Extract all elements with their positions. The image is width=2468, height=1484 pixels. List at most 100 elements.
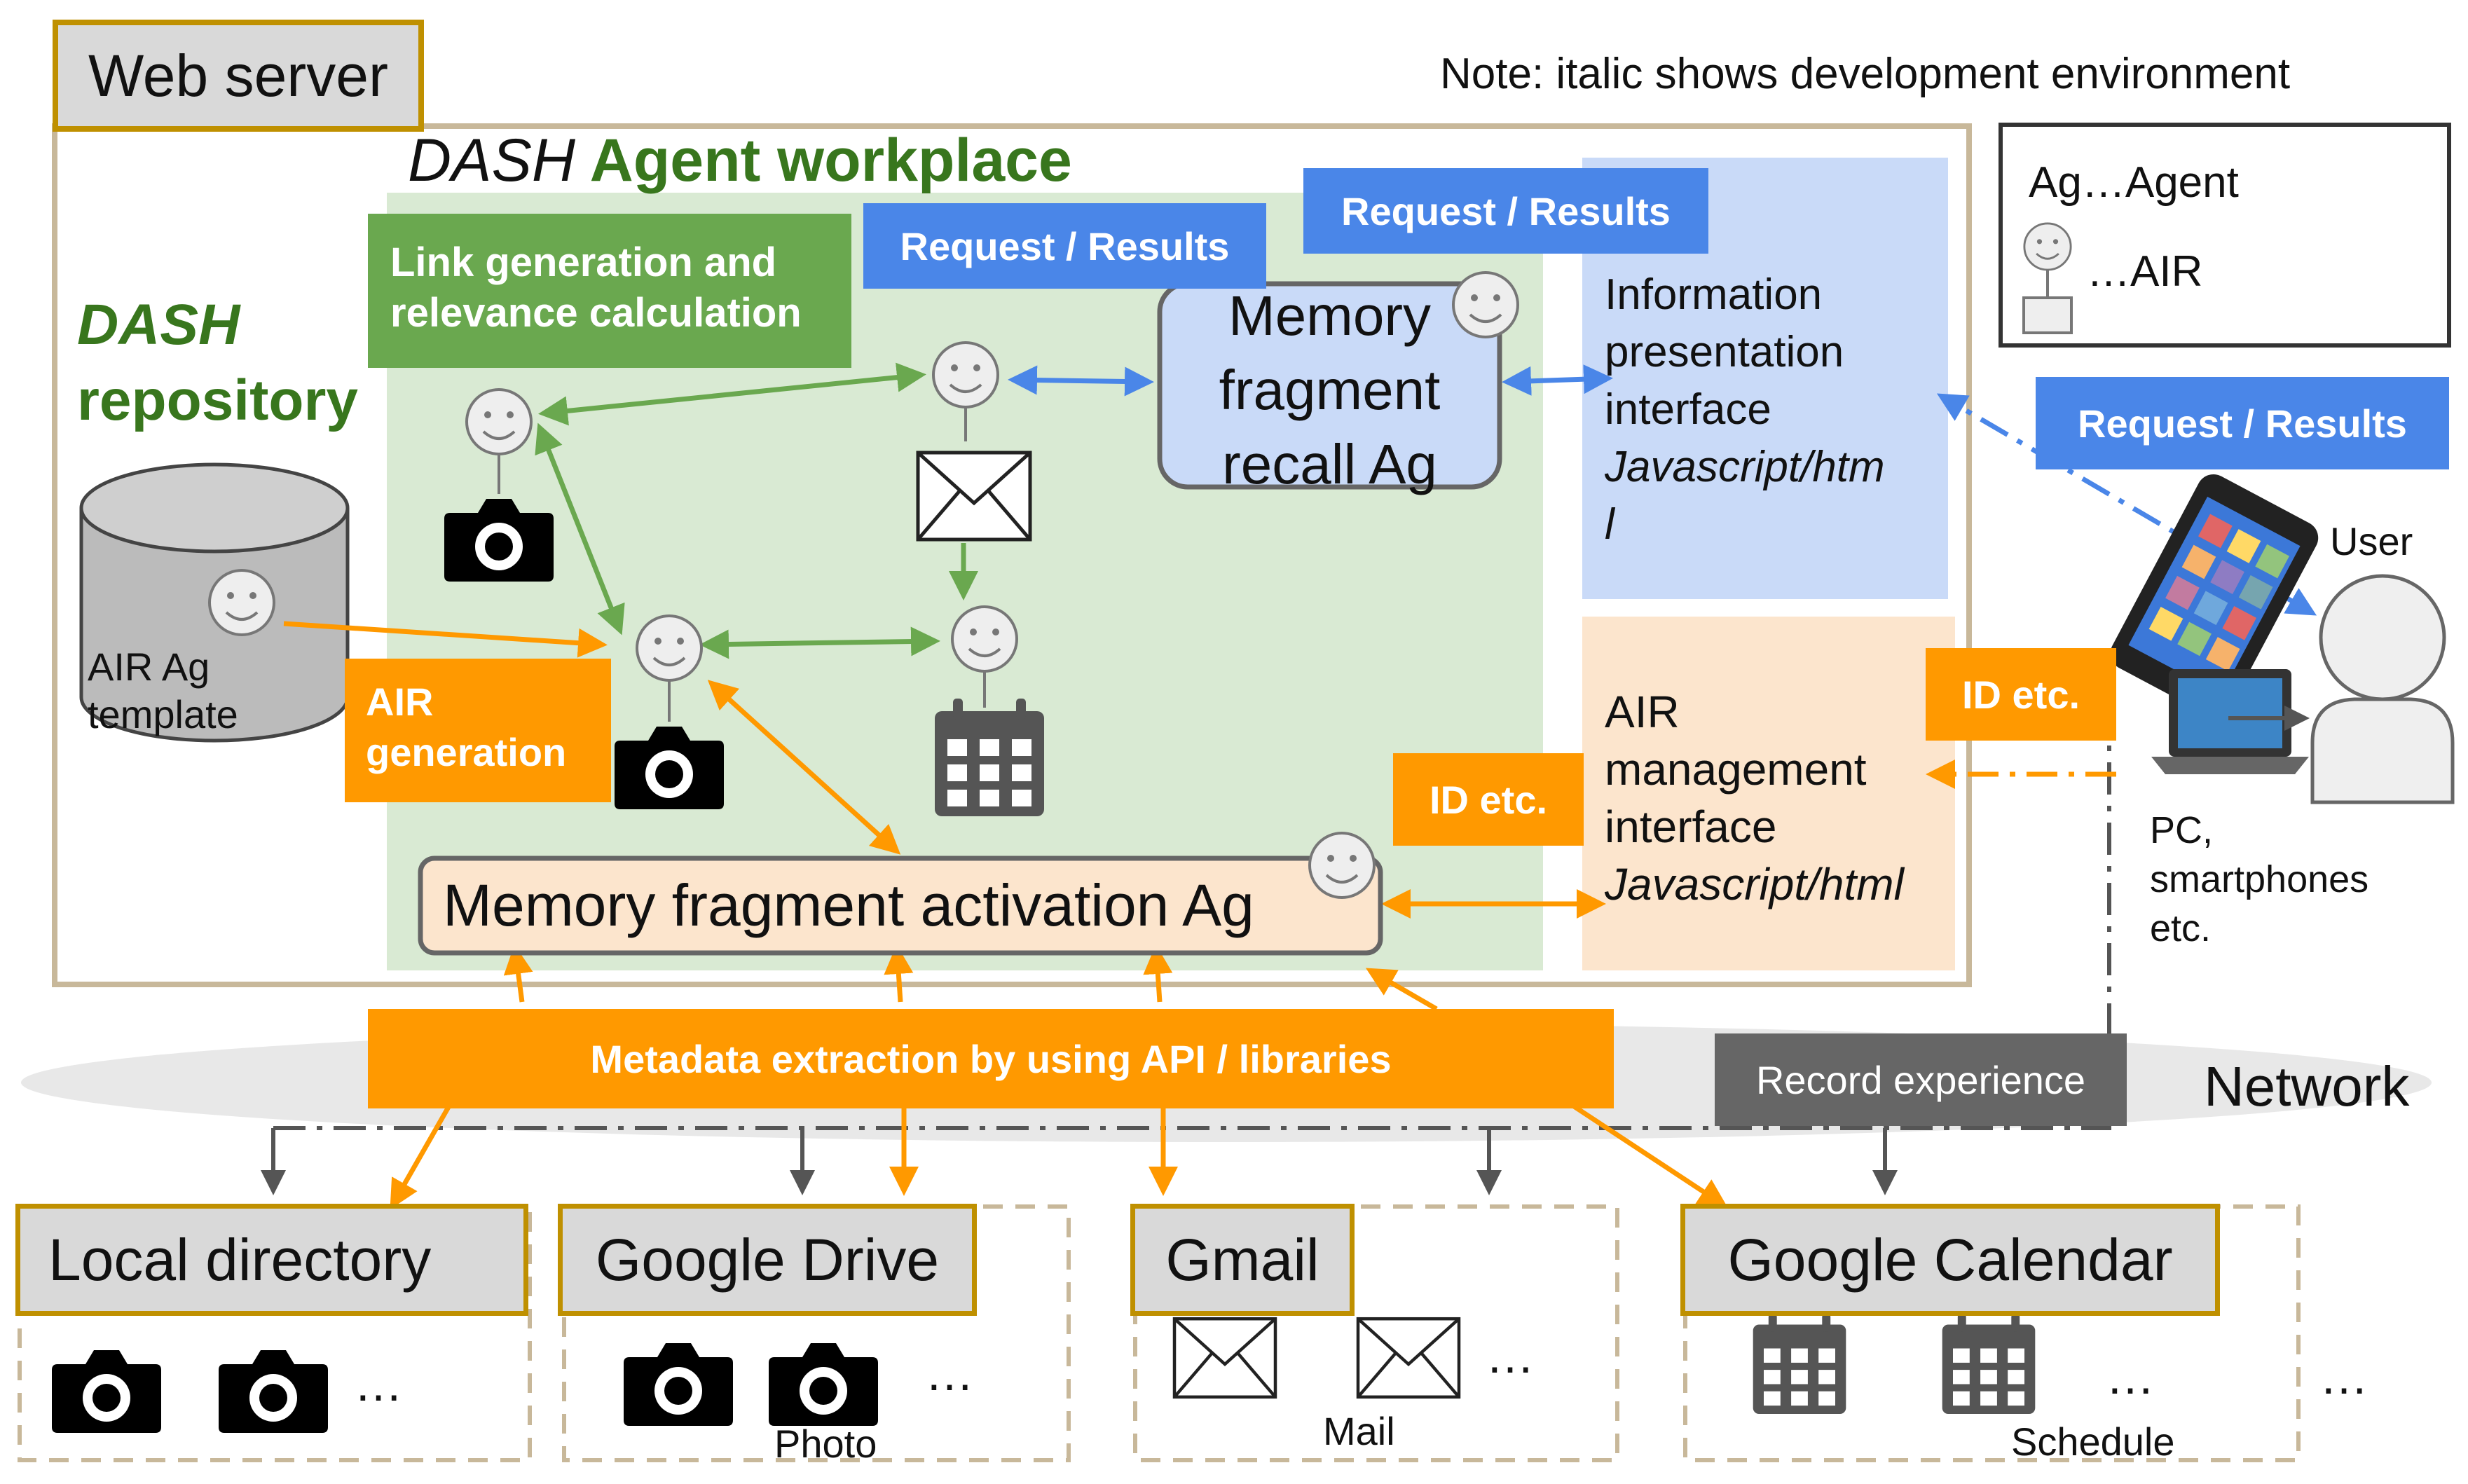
recall-line1: Memory bbox=[1228, 284, 1431, 347]
meta-arrow-4 bbox=[1365, 968, 1438, 1012]
template-line2: template bbox=[88, 692, 238, 736]
calendar-icon bbox=[1753, 1314, 1846, 1414]
ellipsis-outer: … bbox=[2319, 1349, 2368, 1404]
google-calendar-label: Google Calendar bbox=[1680, 1204, 2220, 1316]
local-directory-frame bbox=[18, 1204, 532, 1462]
ellipsis-local: … bbox=[354, 1356, 403, 1411]
mail-label: Mail bbox=[1323, 1409, 1395, 1453]
user-label: User bbox=[2330, 519, 2413, 563]
template-smiley-icon bbox=[208, 569, 275, 636]
template-label: AIR Ag template bbox=[88, 643, 238, 738]
link-arrow-3 bbox=[699, 626, 940, 659]
repository-title: DASH repository bbox=[77, 287, 358, 439]
meta-arrow-2 bbox=[884, 944, 914, 1003]
link-arrow-2 bbox=[535, 422, 625, 635]
air-generation-line2: generation bbox=[366, 730, 567, 774]
request-results-tag-2: Request / Results bbox=[1303, 168, 1708, 254]
recall-arrow bbox=[1008, 365, 1154, 397]
pc-label: PC, smartphones etc. bbox=[2150, 806, 2368, 953]
id-etc-tag-1: ID etc. bbox=[1393, 753, 1584, 846]
pc-line1: PC, bbox=[2150, 809, 2214, 851]
schedule-label: Schedule bbox=[2011, 1420, 2175, 1464]
meta-arrow-3 bbox=[1143, 944, 1173, 1003]
network-line bbox=[273, 701, 2111, 1130]
recall-line2: fragment bbox=[1219, 359, 1441, 421]
camera-icon bbox=[624, 1343, 733, 1426]
mgmt-line2: management bbox=[1605, 744, 1867, 795]
database-icon bbox=[79, 462, 350, 743]
note-text: Note: italic shows development environme… bbox=[1440, 50, 2291, 98]
info-line3: interface bbox=[1605, 385, 1771, 434]
smiley-icon bbox=[951, 605, 1018, 673]
legend-air-box bbox=[2022, 296, 2073, 334]
air-management-panel bbox=[1582, 617, 1955, 970]
ellipsis-gmail: … bbox=[1486, 1328, 1535, 1383]
smiley-icon bbox=[465, 388, 533, 455]
meta-arrow-calendar bbox=[1568, 1101, 1728, 1208]
gmail-label: Gmail bbox=[1130, 1204, 1355, 1316]
workplace-dash: DASH bbox=[408, 127, 575, 194]
repository-dash: DASH bbox=[77, 293, 240, 357]
link-generation-line1: Link generation and bbox=[390, 240, 777, 285]
gmail-frame bbox=[1133, 1204, 1619, 1462]
info-line5: l bbox=[1605, 500, 1615, 549]
meta-arrow-1 bbox=[503, 944, 533, 1003]
presentation-arrow bbox=[1502, 364, 1613, 396]
link-generation-line2: relevance calculation bbox=[390, 290, 802, 336]
metadata-extraction-tag: Metadata extraction by using API / libra… bbox=[368, 1009, 1614, 1108]
link-generation-tag: Link generation and relevance calculatio… bbox=[368, 214, 851, 368]
pc-line3: etc. bbox=[2150, 907, 2212, 949]
info-line1: Information bbox=[1605, 270, 1823, 319]
web-server-label: Web server bbox=[53, 20, 424, 132]
legend-smiley-icon bbox=[2023, 222, 2072, 271]
ellipsis-drive: … bbox=[925, 1346, 974, 1401]
camera-icon bbox=[769, 1343, 878, 1426]
recall-line3: recall Ag bbox=[1222, 433, 1437, 495]
legend-box bbox=[1999, 123, 2451, 348]
recall-agent-box bbox=[1157, 281, 1502, 490]
activation-arrow bbox=[707, 680, 901, 855]
google-drive-label: Google Drive bbox=[558, 1204, 977, 1316]
link-arrow-1 bbox=[538, 362, 926, 426]
smiley-icon bbox=[932, 341, 999, 408]
activation-agent-label: Memory fragment activation Ag bbox=[443, 872, 1254, 938]
workplace-title: DASH Agent workplace bbox=[408, 126, 1072, 195]
workplace-label: Agent workplace bbox=[575, 127, 1072, 194]
template-line1: AIR Ag bbox=[88, 645, 210, 689]
user-icon bbox=[2310, 574, 2455, 804]
camera-icon bbox=[52, 1350, 161, 1433]
mgmt-line4: Javascript/html bbox=[1605, 859, 1904, 909]
info-interface-label: Information presentation interface Javas… bbox=[1605, 266, 1885, 554]
phone-icon bbox=[2110, 474, 2319, 717]
envelope-icon bbox=[918, 453, 1030, 540]
id-etc-tag-2: ID etc. bbox=[1926, 648, 2116, 741]
repository-label: repository bbox=[77, 369, 358, 432]
info-line4: Javascript/htm bbox=[1605, 443, 1885, 491]
record-experience-tag: Record experience bbox=[1715, 1033, 2127, 1126]
pc-line2: smartphones bbox=[2150, 858, 2369, 900]
google-drive-frame bbox=[562, 1204, 1071, 1462]
laptop-icon bbox=[2151, 669, 2309, 774]
calendar-icon bbox=[1942, 1314, 2036, 1414]
smiley-icon bbox=[636, 614, 703, 682]
recall-agent-label: Memory fragment recall Ag bbox=[1160, 279, 1500, 502]
air-management-label: AIR management interface Javascript/html bbox=[1605, 683, 1904, 913]
template-arrow bbox=[283, 621, 608, 658]
envelope-icon bbox=[1174, 1319, 1275, 1397]
ellipsis-calendar: … bbox=[2106, 1349, 2155, 1404]
photo-label: Photo bbox=[774, 1422, 877, 1466]
air-generation-tag: AIR generation bbox=[345, 659, 611, 802]
request-results-tag-1: Request / Results bbox=[863, 203, 1266, 289]
local-directory-label: Local directory bbox=[15, 1204, 528, 1316]
calendar-icon bbox=[935, 699, 1044, 816]
mgmt-line1: AIR bbox=[1605, 687, 1680, 737]
mgmt-line3: interface bbox=[1605, 802, 1777, 852]
legend-air: …AIR bbox=[2087, 247, 2203, 296]
air-generation-line1: AIR bbox=[366, 680, 434, 724]
request-results-tag-3: Request / Results bbox=[2036, 377, 2449, 469]
legend-agent: Ag…Agent bbox=[2029, 158, 2239, 207]
info-line2: presentation bbox=[1605, 328, 1844, 376]
meta-arrow-local bbox=[390, 1106, 451, 1210]
network-label: Network bbox=[2204, 1055, 2410, 1118]
camera-icon bbox=[219, 1350, 328, 1433]
